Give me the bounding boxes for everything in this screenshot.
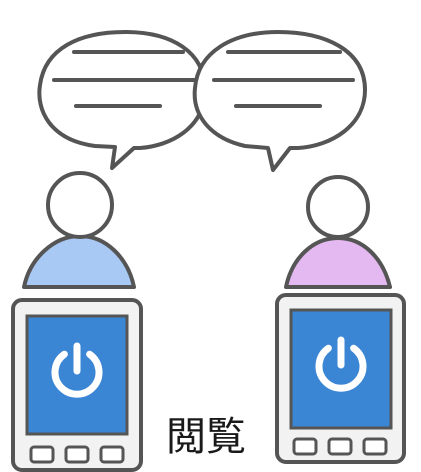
speech-bubble-right	[192, 30, 367, 172]
person-right	[284, 175, 392, 289]
tablet-button	[362, 437, 388, 456]
tablet-button	[29, 445, 55, 464]
tablet-button	[292, 437, 318, 456]
tablet-left	[11, 298, 143, 472]
caption-text: 閲覧	[166, 414, 246, 460]
tablet-right	[275, 293, 406, 464]
speech-bubble-left	[37, 30, 207, 170]
tablet-button	[64, 445, 90, 464]
power-icon	[315, 336, 367, 392]
power-icon	[51, 342, 103, 398]
tablet-button	[327, 437, 353, 456]
tablet-button	[99, 445, 125, 464]
person-left	[22, 171, 136, 289]
